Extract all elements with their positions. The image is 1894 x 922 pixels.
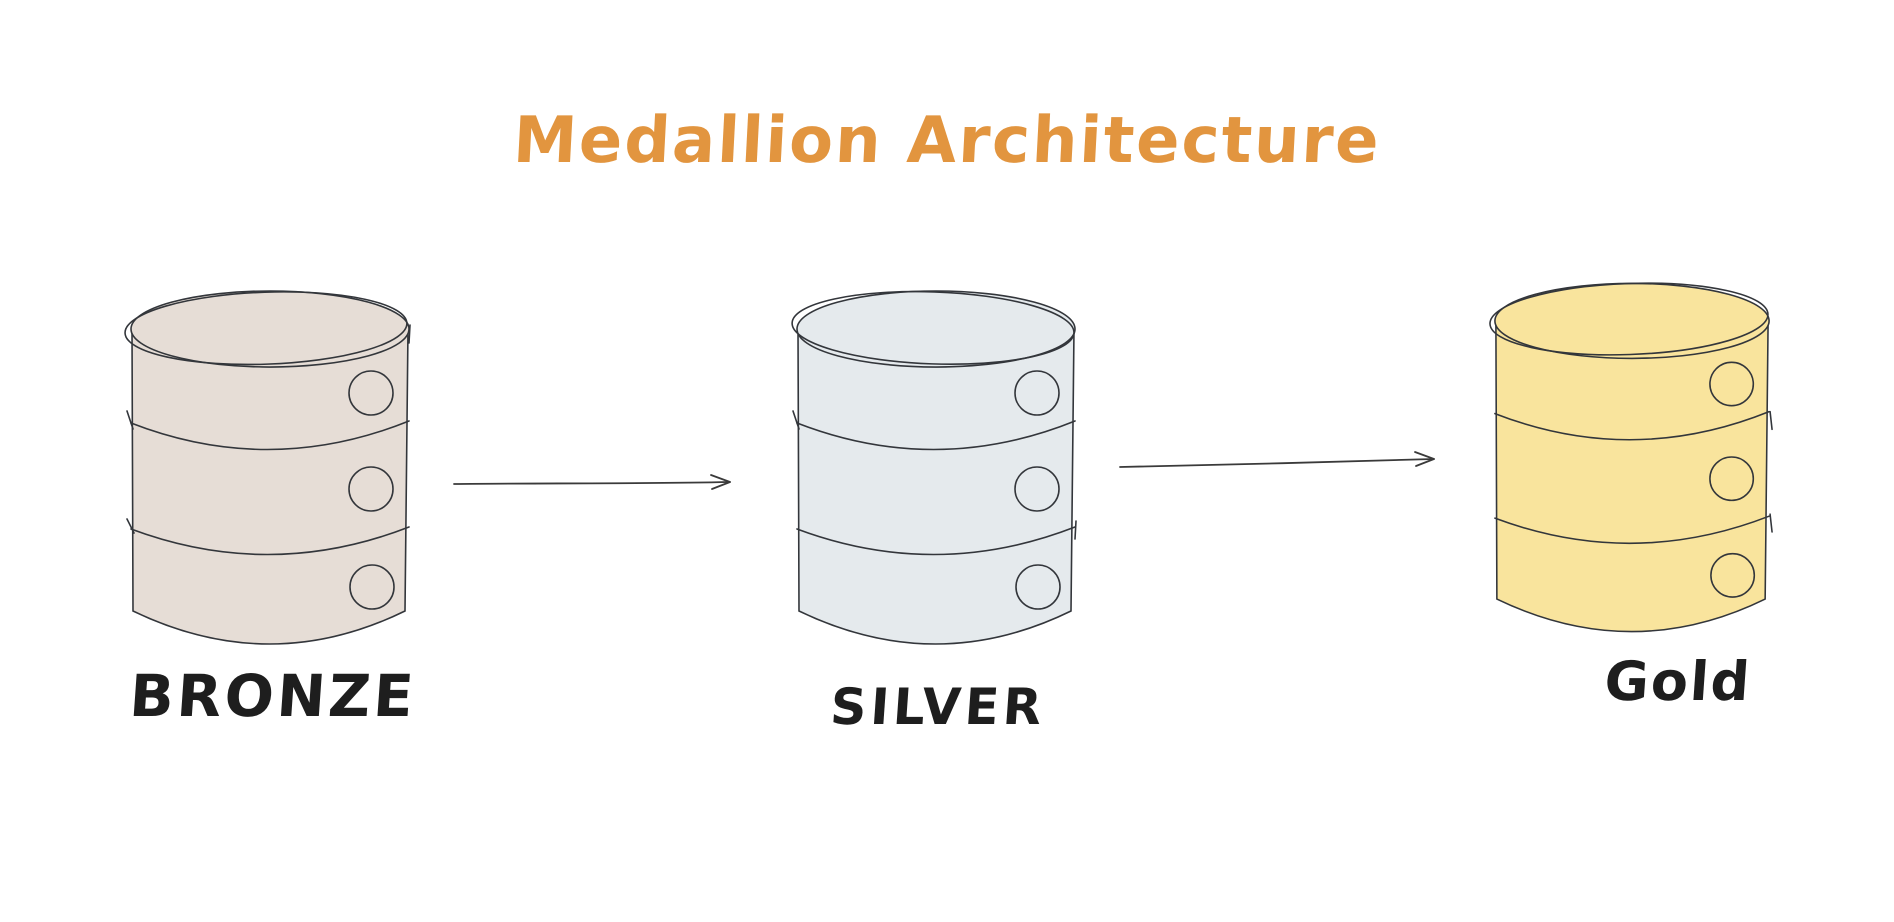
node-gold bbox=[1488, 273, 1776, 641]
database-icon-bronze bbox=[124, 290, 411, 645]
diagram-title: Medallion Architecture bbox=[511, 104, 1383, 178]
label-bronze: BRONZE bbox=[127, 662, 419, 730]
node-bronze bbox=[124, 281, 416, 653]
database-icon-silver bbox=[791, 290, 1077, 645]
arrow-silver-to-gold bbox=[1116, 446, 1442, 482]
label-gold: Gold bbox=[1602, 650, 1754, 713]
node-silver bbox=[790, 281, 1082, 653]
label-silver: SILVER bbox=[828, 678, 1048, 736]
arrow-bronze-to-silver bbox=[450, 468, 742, 504]
database-icon-gold bbox=[1489, 282, 1773, 633]
